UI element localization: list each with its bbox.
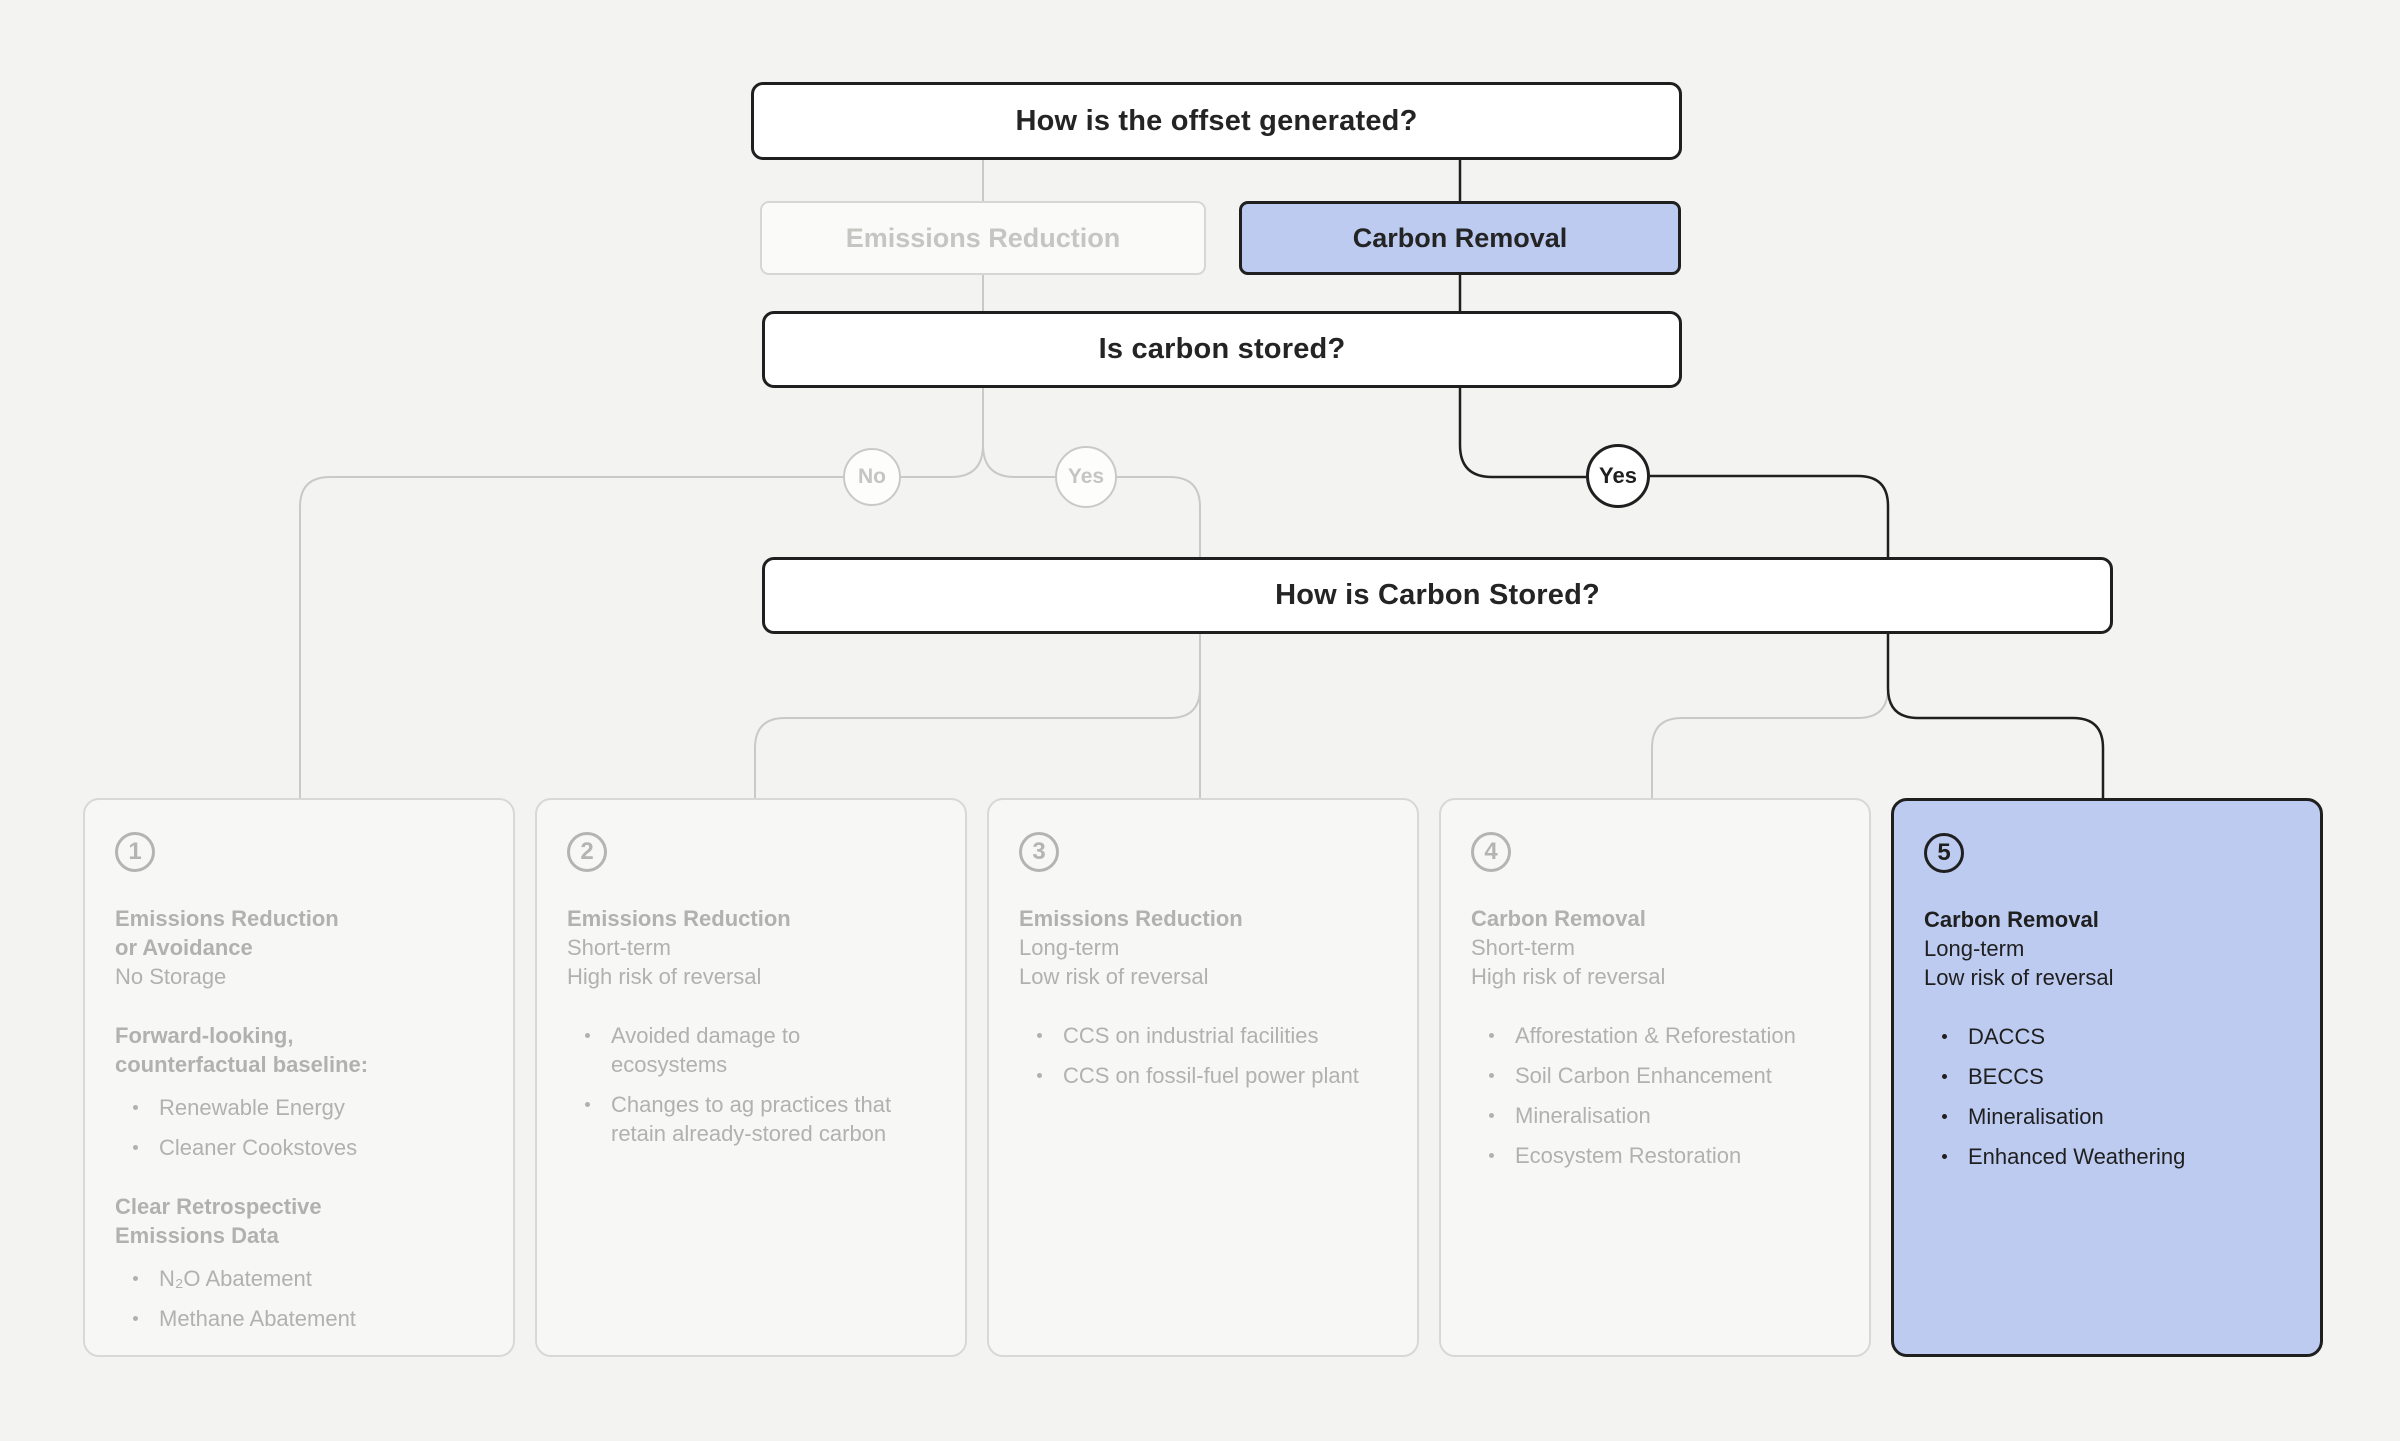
card-bullet-item: Mineralisation: [1942, 1102, 2292, 1131]
card-bullet-item: Mineralisation: [1489, 1101, 1841, 1130]
edge-stored-to-yes-muted: [982, 444, 1055, 478]
card-body: Forward-looking, counterfactual baseline:…: [115, 1021, 485, 1333]
card-bullet-item: Changes to ag practices that retain alre…: [585, 1090, 937, 1148]
card-title-line: No Storage: [115, 964, 227, 989]
question-how-carbon-stored: How is Carbon Stored?: [762, 557, 2113, 634]
card-title-line: High risk of reversal: [1471, 964, 1666, 989]
card-title-line: Emissions Reduction: [567, 906, 791, 931]
card-bullet-item: Enhanced Weathering: [1942, 1142, 2292, 1171]
card-bullet-item: Soil Carbon Enhancement: [1489, 1061, 1841, 1090]
card-bullet-item: N₂O Abatement: [133, 1264, 485, 1293]
card-bullet-item: BECCS: [1942, 1062, 2292, 1091]
card-title-line: Short-term: [567, 935, 671, 960]
answer-yes-active[interactable]: Yes: [1586, 444, 1650, 508]
edge-yes-muted-to-card3: [1117, 476, 1201, 798]
edge-how-stored-to-card4: [1651, 634, 1889, 798]
card-section-heading-line: Clear Retrospective: [115, 1194, 322, 1219]
card-bullet-item: Ecosystem Restoration: [1489, 1141, 1841, 1170]
card-bullet-item: CCS on industrial facilities: [1037, 1021, 1389, 1050]
branch-emissions-reduction-label: Emissions Reduction: [845, 222, 1121, 253]
card-number-badge: 1: [115, 832, 155, 872]
card-title-line: Emissions Reduction: [1019, 906, 1243, 931]
answer-yes-muted[interactable]: Yes: [1055, 446, 1117, 508]
card-section-heading-line: counterfactual baseline:: [115, 1052, 369, 1077]
edge-stored-to-no: [901, 388, 984, 478]
outcome-cards-row: 1 Emissions Reduction or Avoidance No Stor…: [83, 798, 2323, 1357]
card-section: Forward-looking, counterfactual baseline:…: [115, 1021, 485, 1162]
card-title-line: Short-term: [1471, 935, 1575, 960]
card-bullet-item: CCS on fossil-fuel power plant: [1037, 1061, 1389, 1090]
card-title-line: Emissions Reduction: [115, 906, 339, 931]
card-number-badge: 5: [1924, 833, 1964, 873]
card-bullet-item: Renewable Energy: [133, 1093, 485, 1122]
card-title-line: High risk of reversal: [567, 964, 762, 989]
edge-yes-active-to-how-stored: [1650, 474, 1890, 634]
answer-no-label: No: [858, 465, 886, 488]
edge-no-to-card1: [299, 476, 843, 798]
card-bullet-item: Avoided damage to ecosystems: [585, 1021, 937, 1079]
question-is-carbon-stored: Is carbon stored?: [762, 311, 1682, 388]
card-number-badge: 3: [1019, 832, 1059, 872]
card-title-line: Low risk of reversal: [1924, 965, 2114, 990]
card-number-badge: 4: [1471, 832, 1511, 872]
edge-how-stored-to-card2: [754, 687, 1201, 798]
card-title-line: or Avoidance: [115, 935, 253, 960]
question-how-generated-label: How is the offset generated?: [1015, 104, 1418, 137]
card-1[interactable]: 1 Emissions Reduction or Avoidance No Stor…: [83, 798, 515, 1357]
card-bullet-item: DACCS: [1942, 1022, 2292, 1051]
question-is-carbon-stored-label: Is carbon stored?: [1098, 333, 1346, 365]
card-section-heading-line: Emissions Data: [115, 1223, 279, 1248]
card-title: Emissions Reduction or Avoidance No Storag…: [115, 904, 485, 991]
card-bullet-item: Cleaner Cookstoves: [133, 1133, 485, 1162]
card-section-heading-line: Forward-looking,: [115, 1023, 294, 1048]
question-how-generated: How is the offset generated?: [751, 82, 1682, 160]
card-bullet-item: Methane Abatement: [133, 1304, 485, 1333]
card-title-line: Long-term: [1924, 936, 2025, 961]
branch-carbon-removal[interactable]: Carbon Removal: [1239, 201, 1681, 275]
edge-stored-to-yes-active: [1458, 388, 1586, 479]
card-title-line: Long-term: [1019, 935, 1120, 960]
card-section-heading: Forward-looking, counterfactual baseline:: [115, 1021, 485, 1079]
answer-no[interactable]: No: [843, 448, 901, 506]
card-title-line: Low risk of reversal: [1019, 964, 1209, 989]
card-title-line: Carbon Removal: [1924, 907, 2099, 932]
card-bullet-item: Afforestation & Reforestation: [1489, 1021, 1841, 1050]
card-number-badge: 2: [567, 832, 607, 872]
card-title-line: Carbon Removal: [1471, 906, 1646, 931]
edge-how-stored-to-card5: [1886, 634, 2105, 798]
answer-yes-active-label: Yes: [1599, 463, 1637, 488]
branch-carbon-removal-label: Carbon Removal: [1352, 222, 1568, 253]
question-how-carbon-stored-label: How is Carbon Stored?: [1275, 579, 1600, 611]
answer-yes-muted-label: Yes: [1067, 465, 1105, 488]
branch-emissions-reduction[interactable]: Emissions Reduction: [760, 201, 1206, 275]
